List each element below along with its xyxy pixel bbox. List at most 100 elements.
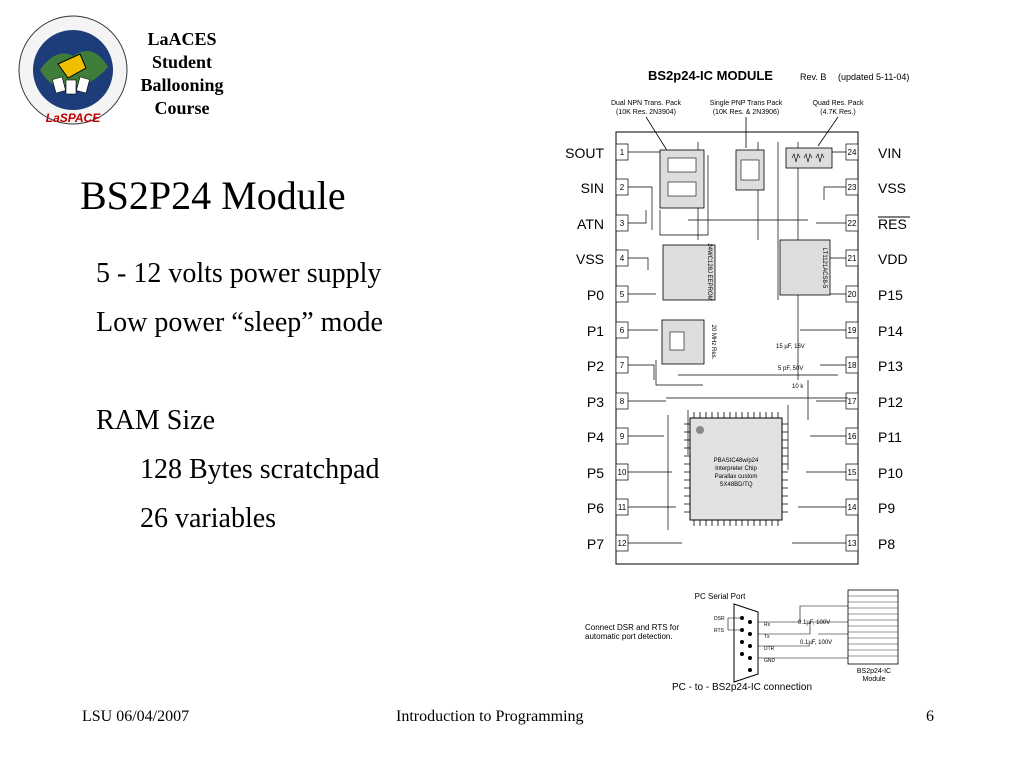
pin-number: 20 [848,290,857,299]
pin-number: 18 [848,361,857,370]
db9-connector [733,603,759,683]
pin-name: RES [878,216,907,232]
cap-b-label: 0.1µF, 100V [800,640,832,646]
pin-number: 9 [620,432,625,441]
logo-line-2: Student [151,52,213,72]
pin-number: 24 [848,148,857,157]
module-mini-label-1: BS2p24-IC [857,668,891,675]
left-pin-names: SOUT SIN ATN VSS P0 P1 P2 P3 P4 P5 P6 P7 [565,145,604,552]
rx-label: Rx [764,622,771,628]
pin-name: P9 [878,500,895,516]
pin-number: 6 [620,326,625,335]
interpreter-chip [689,417,783,521]
chip-line-1: PBASIC48w/p24 [714,458,759,464]
serial-caption: PC - to - BS2p24-IC connection [672,682,812,693]
pin-name: VDD [878,251,908,267]
pin-number: 13 [848,539,857,548]
pin-name: P1 [587,323,604,339]
pin-number: 5 [620,290,625,299]
pin-number: 12 [618,539,627,548]
bullet-variables: 26 variables [140,503,277,534]
internal-wiring [628,142,848,544]
serial-note-2: automatic port detection. [585,632,673,641]
dtr-label: DTR [764,646,775,652]
cap2-label: 5 pF, 50V [778,366,803,372]
bullet-power: 5 - 12 volts power supply [96,258,382,289]
laspace-logo: LaSPACE [18,15,128,125]
cap1-label: 15 µF, 16V [776,344,805,350]
pnp-label-2: (10K Res. & 2N3906) [713,109,780,116]
chip-line-2: Interpreter Chip [715,466,757,472]
pin-name: P5 [587,465,604,481]
pin-number: 16 [848,432,857,441]
logo-line-4: Course [154,98,210,118]
left-pin-boxes [615,143,629,552]
page-number: 6 [926,708,934,725]
pnp-label-1: Single PNP Trans Pack [710,100,783,107]
serial-connection-diagram: PC Serial Port Connect DSR and RTS for a… [585,589,899,693]
pin-name: P3 [587,394,604,410]
pin-name: P12 [878,394,903,410]
pin-name: P6 [587,500,604,516]
logo-line-1: LaACES [147,29,217,49]
bullet-scratchpad: 128 Bytes scratchpad [140,454,380,485]
pin-number: 7 [620,361,625,370]
pin-number: 10 [618,468,627,477]
npn-label-2: (10K Res. 2N3904) [616,109,676,116]
chip-line-4: SX48BD/TQ [719,482,752,488]
npn-label-1: Dual NPN Trans. Pack [611,100,682,107]
pin-number: 3 [620,219,625,228]
dsr-label: DSR [714,616,725,622]
slide-title: BS2P24 Module [80,173,346,218]
pin-number: 1 [620,148,625,157]
schematic-rev: Rev. B [800,72,826,82]
pin-number: 8 [620,397,625,406]
pin-name: P11 [878,429,902,445]
bullet-ram: RAM Size [96,405,215,436]
res1-label: 10 k [792,384,804,390]
module-mini [847,589,899,665]
serial-port-label: PC Serial Port [695,592,746,601]
pin-number: 19 [848,326,857,335]
pin-number: 2 [620,183,625,192]
pin-name: SIN [581,180,604,196]
pin-name: P10 [878,465,903,481]
module-mini-label-2: Module [863,676,886,683]
regulator-chip [779,239,831,296]
pin-name: P7 [587,536,604,552]
logo-line-3: Ballooning [140,75,224,95]
pin-name: VIN [878,145,901,161]
logo-text: LaACES Student Ballooning Course [130,28,234,120]
pin-name: P4 [587,429,604,445]
footer-title: Introduction to Programming [396,708,584,725]
pin-name: P2 [587,358,604,374]
pin-name: SOUT [565,145,604,161]
pin-name: P0 [587,287,604,303]
pin-name: P14 [878,323,903,339]
chip-line-3: Parallax custom [715,474,758,480]
schematic-title: BS2p24-IC MODULE [648,68,773,83]
serial-note-1: Connect DSR and RTS for [585,623,679,632]
pin-number: 4 [620,254,625,263]
footer-date: LSU 06/04/2007 [82,708,190,725]
pin-name: P15 [878,287,903,303]
pin-number: 22 [848,219,857,228]
pin-number: 21 [848,254,857,263]
schematic-updated: (updated 5-11-04) [838,72,909,82]
eeprom-chip [662,244,716,301]
right-pin-names: VIN VSS RES VDD P15 P14 P13 P12 P11 P10 … [878,145,908,552]
pin-name: P13 [878,358,903,374]
module-schematic: BS2p24-IC MODULE Rev. B (updated 5-11-04… [565,68,910,565]
left-pin-numbers: 1 2 3 4 5 6 7 8 9 10 11 12 [618,148,627,548]
pin-number: 23 [848,183,857,192]
pin-number: 15 [848,468,857,477]
right-pin-boxes [845,143,859,552]
pin-number: 14 [848,503,857,512]
regulator-label: LT1121ACS8-5 [821,248,827,289]
tx-label: Tx [764,634,770,640]
pin-number: 17 [848,397,857,406]
pin-name: VSS [878,180,906,196]
gnd-label: GND [764,658,776,664]
quad-label-1: Quad Res. Pack [813,100,864,107]
cap-a-label: 0.1µF, 100V [798,620,830,626]
